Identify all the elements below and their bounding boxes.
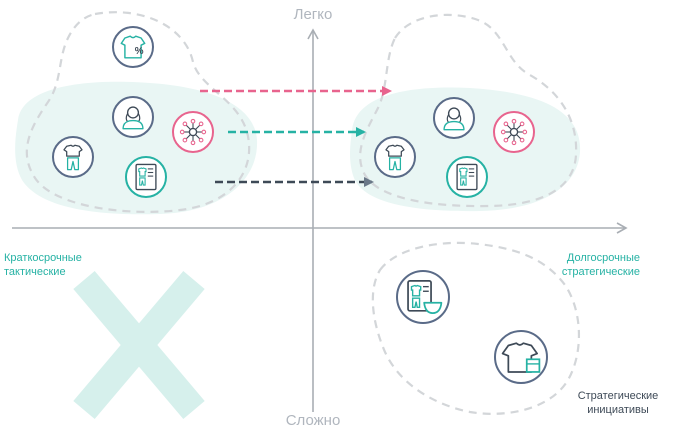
clothes-icon — [374, 136, 416, 178]
short-term-label: Краткосрочные тактические — [4, 252, 82, 278]
cross-mark — [73, 270, 205, 420]
strategic-initiatives-label: Стратегические инициативы — [577, 390, 659, 416]
clothes-icon — [52, 136, 94, 178]
tshirt-percent-icon — [112, 26, 154, 68]
network-icon — [172, 111, 214, 153]
network-icon — [493, 111, 535, 153]
left-group-outline — [25, 11, 251, 213]
axis-top-label: Легко — [293, 6, 333, 23]
person-icon — [112, 96, 154, 138]
catalog-bowl-icon — [396, 270, 450, 324]
tshirt-box-icon — [494, 330, 548, 384]
long-term-label: Долгосрочные стратегические — [561, 252, 640, 278]
right-group-outline — [359, 13, 578, 208]
catalog-icon — [446, 156, 488, 198]
catalog-icon — [125, 156, 167, 198]
axis-bottom-label: Сложно — [285, 412, 341, 429]
person-icon — [433, 97, 475, 139]
bottom-right-outline — [371, 241, 581, 415]
